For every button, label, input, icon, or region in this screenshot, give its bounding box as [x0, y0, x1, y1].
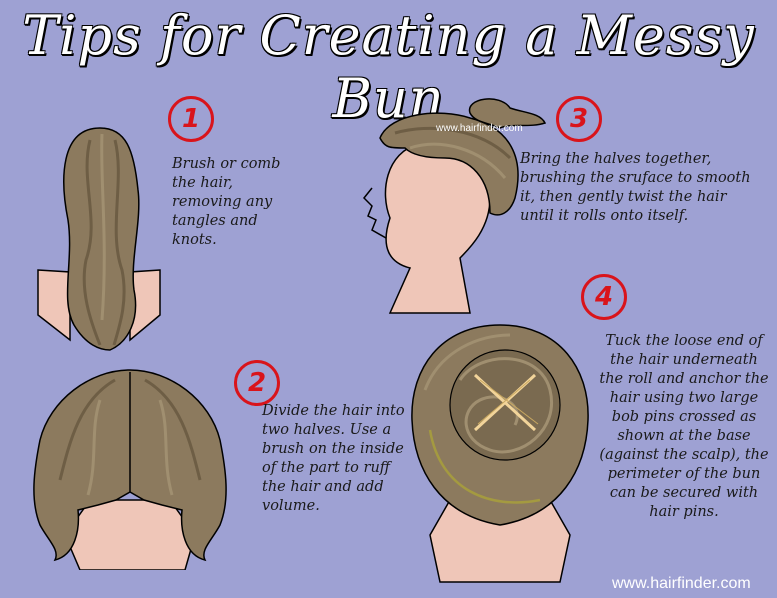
step-number-3: 3 [556, 96, 602, 142]
illustration-step-2 [33, 369, 227, 570]
illustration-step-1 [37, 127, 161, 351]
step-number-1: 1 [168, 96, 214, 142]
watermark-small: www.hairfinder.com [436, 123, 523, 134]
step-text-3: Bring the halves together, brushing the … [520, 151, 751, 224]
illustration-step-3 [362, 98, 547, 314]
step-number-4: 4 [581, 274, 627, 320]
step-text-1: Brush or comb the hair, removing any tan… [172, 156, 281, 248]
watermark-footer: www.hairfinder.com [612, 575, 751, 592]
step-text-4: Tuck the loose end of the hair underneat… [599, 333, 769, 520]
page-title: Tips for Creating a Messy Bun [22, 4, 755, 130]
illustration-step-4 [411, 324, 589, 583]
step-text-2: Divide the hair into two halves. Use a b… [262, 403, 405, 514]
step-number-2: 2 [234, 360, 280, 406]
